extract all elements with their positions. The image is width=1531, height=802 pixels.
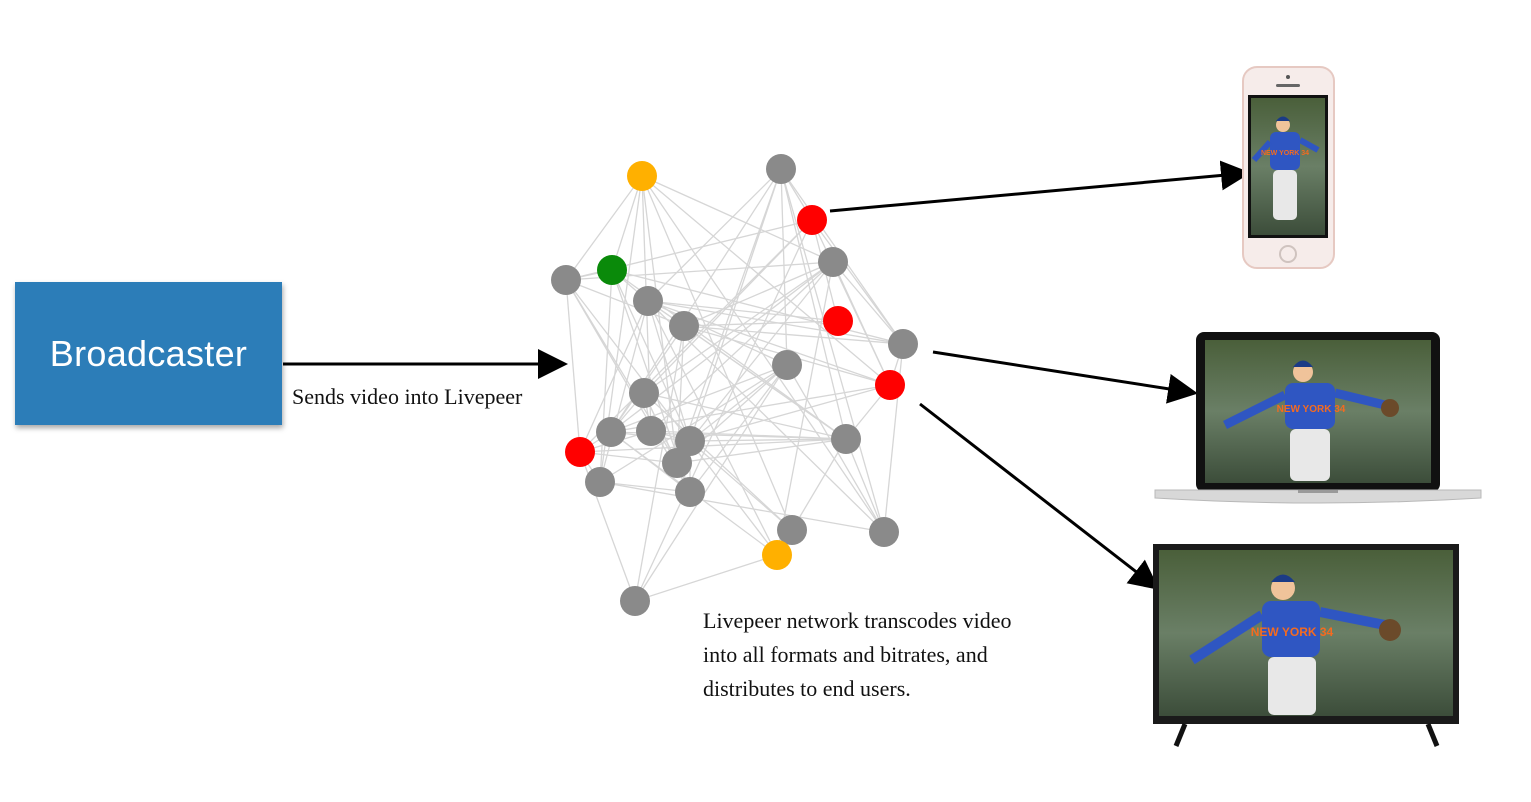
network-node — [636, 416, 666, 446]
network-edge — [641, 175, 793, 531]
arrow-network-to-phone — [829, 160, 1251, 213]
network-edge — [579, 300, 649, 453]
network-node — [797, 205, 827, 235]
network-node — [669, 311, 699, 341]
network-edge — [780, 168, 788, 366]
network-node — [675, 426, 705, 456]
network-edge — [647, 300, 778, 556]
laptop-pitcher-image: NEW YORK 34 — [1222, 360, 1399, 481]
network-node — [551, 265, 581, 295]
network-caption: Livepeer network transcodes video into a… — [703, 608, 1012, 701]
tv-pitcher-image: NEW YORK 34 — [1189, 574, 1401, 715]
network-edge — [689, 384, 891, 442]
network-edge — [650, 261, 834, 432]
network-edge — [599, 481, 691, 493]
network-node — [818, 247, 848, 277]
network-edge — [643, 392, 793, 531]
network-node — [675, 477, 705, 507]
network-edge — [565, 175, 643, 281]
network-edge — [647, 300, 691, 442]
network-node — [596, 417, 626, 447]
network-edge — [647, 300, 788, 366]
laptop-icon: NEW YORK 34 — [1154, 332, 1482, 504]
network-node — [823, 306, 853, 336]
network-edges — [565, 168, 904, 602]
network-edge — [599, 364, 788, 483]
network-edge — [791, 438, 847, 531]
network-edge — [647, 168, 782, 302]
network-edge — [565, 279, 685, 327]
network-edge — [565, 279, 778, 556]
network-edge — [599, 481, 885, 533]
network-node — [565, 437, 595, 467]
network-node — [662, 448, 692, 478]
network-node — [597, 255, 627, 285]
network-node — [633, 286, 663, 316]
network-node — [585, 467, 615, 497]
network-edge — [565, 279, 581, 453]
network-node — [629, 378, 659, 408]
network-edge — [599, 269, 613, 483]
network-edge — [643, 261, 834, 394]
network-edge — [611, 269, 691, 442]
network-edge — [845, 438, 885, 533]
network-edge — [689, 438, 847, 442]
network-node — [869, 517, 899, 547]
network-edge — [689, 440, 793, 531]
network-edge — [683, 320, 839, 327]
network-node — [762, 540, 792, 570]
network-edge — [634, 325, 685, 602]
network-node — [875, 370, 905, 400]
network-node — [766, 154, 796, 184]
network-edge — [647, 300, 839, 322]
network-node — [620, 586, 650, 616]
network-node — [777, 515, 807, 545]
network-edge — [579, 438, 847, 453]
network-node — [888, 329, 918, 359]
broadcaster-box: Broadcaster — [15, 282, 282, 425]
network-edge — [832, 261, 891, 386]
network-edge — [611, 269, 904, 345]
network-edge — [676, 168, 782, 464]
network-node — [772, 350, 802, 380]
network-node — [831, 424, 861, 454]
network-edge — [634, 554, 778, 602]
network-edge — [832, 261, 904, 345]
network-edge — [641, 175, 834, 263]
network-nodes — [551, 154, 918, 616]
phone-jersey-text: NEW YORK 34 — [1261, 150, 1309, 157]
network-edge — [683, 261, 834, 327]
network-edge — [641, 175, 678, 464]
network-edge — [611, 175, 643, 271]
network-edge — [689, 364, 788, 442]
smartphone-icon: NEW YORK 34 — [1242, 66, 1335, 269]
network-edge — [676, 438, 847, 464]
network-edge — [683, 325, 904, 345]
tv-icon: NEW YORK 34 — [1153, 544, 1459, 747]
network-edge — [689, 364, 788, 493]
arrow-network-to-tv — [919, 402, 1160, 590]
network-edge — [689, 168, 782, 442]
network-edge — [641, 175, 891, 386]
arrow-network-to-laptop — [932, 350, 1198, 404]
network-edge — [634, 364, 788, 602]
network-edge — [643, 392, 847, 440]
network-edge — [780, 168, 885, 533]
network-edge — [579, 451, 678, 464]
network-edge — [599, 300, 649, 483]
tv-jersey-text: NEW YORK 34 — [1251, 625, 1334, 639]
network-edge — [811, 219, 904, 345]
send-caption: Sends video into Livepeer — [292, 384, 523, 409]
phone-pitcher-image: NEW YORK 34 — [1251, 116, 1320, 220]
broadcaster-label: Broadcaster — [49, 332, 248, 374]
network-node — [627, 161, 657, 191]
laptop-jersey-text: NEW YORK 34 — [1277, 404, 1346, 415]
